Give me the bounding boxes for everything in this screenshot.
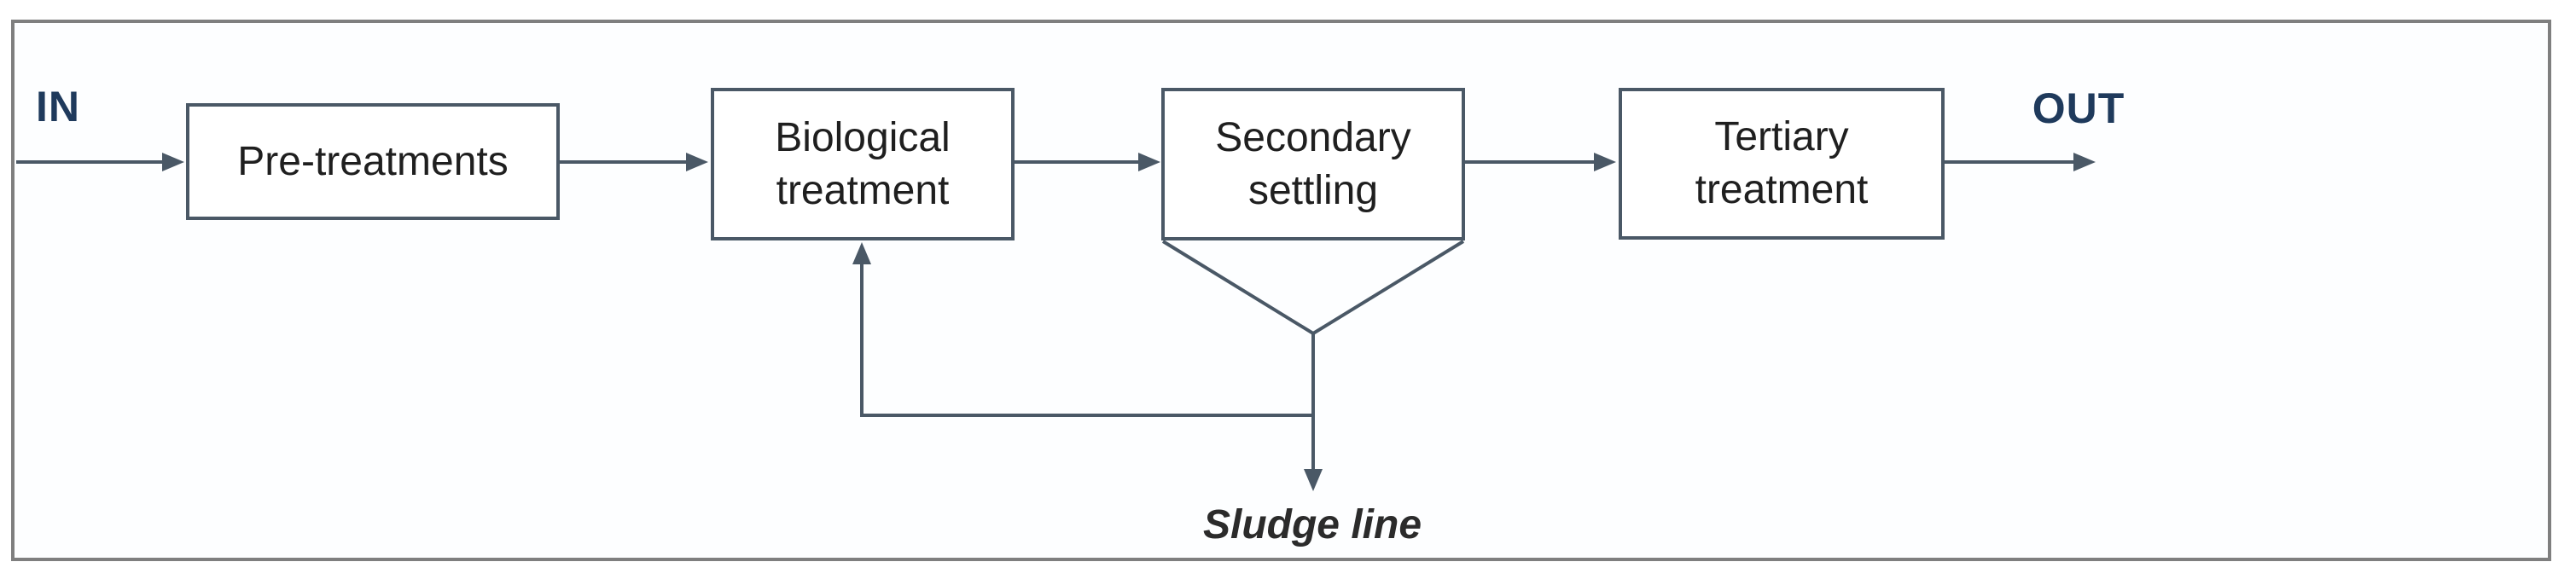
node-biological-treatment-label: Biological treatment bbox=[775, 114, 951, 213]
in-label: IN bbox=[36, 83, 80, 130]
node-secondary-settling-label: Secondary settling bbox=[1215, 114, 1411, 213]
arrow-pre-to-bio-head bbox=[686, 153, 708, 171]
node-tertiary-treatment: Tertiary treatment bbox=[1619, 88, 1945, 240]
arrow-sec-to-ter-head bbox=[1594, 153, 1616, 171]
node-secondary-settling: Secondary settling bbox=[1161, 88, 1465, 240]
node-pre-treatments-label: Pre-treatments bbox=[237, 138, 509, 184]
arrow-bio-to-sec-head bbox=[1138, 153, 1160, 171]
recycle-arrowhead bbox=[852, 242, 871, 264]
node-tertiary-treatment-label: Tertiary treatment bbox=[1695, 114, 1869, 212]
clarifier-funnel bbox=[1161, 240, 1465, 336]
node-biological-treatment: Biological treatment bbox=[711, 88, 1015, 240]
node-pre-treatments: Pre-treatments bbox=[186, 103, 560, 220]
sludge-line-label: Sludge line bbox=[1202, 502, 1422, 547]
out-arrowhead bbox=[2073, 153, 2096, 171]
in-arrowhead bbox=[162, 153, 184, 171]
sludge-arrowhead bbox=[1304, 469, 1323, 491]
out-label: OUT bbox=[2032, 84, 2125, 132]
